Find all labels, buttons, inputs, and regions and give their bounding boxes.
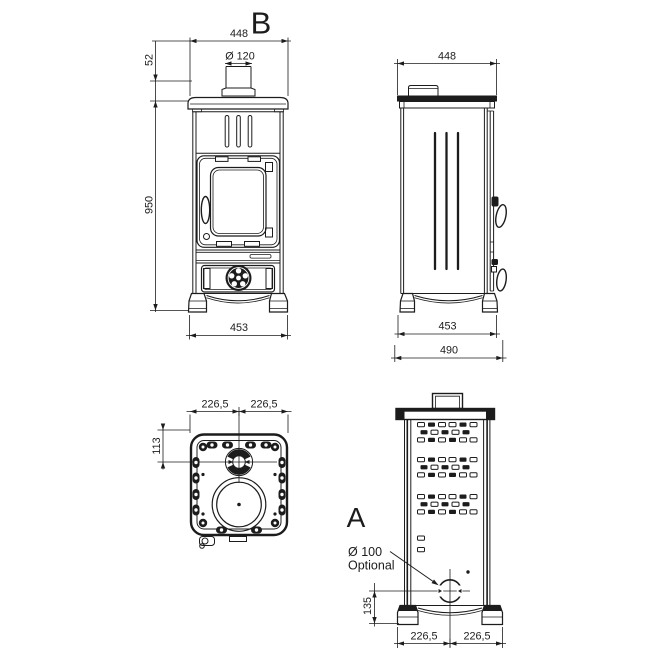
- svg-text:453: 453: [438, 321, 456, 333]
- top-screws: [201, 472, 277, 516]
- svg-text:453: 453: [230, 322, 248, 334]
- front-fire-door: [196, 155, 281, 248]
- svg-text:490: 490: [440, 345, 458, 357]
- svg-text:226,5: 226,5: [250, 399, 277, 411]
- front-dim-top-width: 448: [152, 28, 291, 96]
- back-dim-half-widths: 226,5 226,5: [394, 627, 506, 648]
- top-dim-half-widths: 226,5 226,5: [186, 399, 292, 483]
- back-flue-knockout: [369, 569, 470, 647]
- svg-text:226,5: 226,5: [410, 631, 437, 643]
- side-dim-top-depth: 448: [394, 51, 500, 95]
- back-top-plate: [395, 392, 496, 421]
- side-ribs: [433, 131, 460, 271]
- back-vent-grid: [417, 422, 478, 574]
- label-view-b: B: [251, 6, 272, 41]
- top-hot-plate: [211, 477, 267, 532]
- front-dim-base-width: 453: [186, 315, 291, 340]
- side-feet: [399, 292, 499, 313]
- back-dim-flue-height: 135: [362, 583, 399, 627]
- back-posts: [404, 419, 491, 606]
- svg-text:113: 113: [151, 437, 163, 454]
- front-vent-slots: [224, 115, 253, 148]
- svg-text:448: 448: [438, 51, 456, 63]
- front-ash-drawer: [200, 264, 276, 293]
- svg-text:448: 448: [230, 28, 248, 40]
- door-handle: [200, 195, 211, 225]
- front-dim-heights: 52 950: [144, 41, 192, 312]
- door-latch: [203, 233, 210, 240]
- front-feet: [187, 292, 289, 313]
- side-top-plate: [397, 85, 497, 109]
- front-view: 448 Ø 120 52 950: [144, 28, 291, 340]
- top-view: 226,5 226,5 113: [151, 399, 292, 549]
- side-latch: [491, 259, 508, 292]
- svg-text:Ø 100: Ø 100: [348, 545, 382, 559]
- label-view-a: A: [347, 502, 366, 533]
- side-door-handle: [491, 196, 507, 228]
- svg-text:226,5: 226,5: [201, 399, 228, 411]
- side-dim-overall-depth: 490: [391, 340, 507, 362]
- top-flue-ring: [224, 447, 254, 477]
- back-feet: [396, 604, 504, 626]
- front-dim-flue-diameter: Ø 120: [225, 51, 255, 66]
- svg-text:950: 950: [144, 196, 156, 214]
- top-rear-fittings: [199, 536, 247, 549]
- front-flue-pipe: [221, 66, 256, 97]
- front-top-plate: [187, 96, 289, 113]
- svg-text:Ø 120: Ø 120: [225, 51, 254, 63]
- side-dim-base-depth: 453: [394, 315, 500, 338]
- air-control-knob: [225, 265, 252, 291]
- door-glass: [209, 166, 267, 237]
- front-mid-band: [196, 249, 280, 264]
- door-hinge-top: [265, 162, 273, 172]
- svg-text:135: 135: [362, 597, 374, 615]
- svg-text:Optional: Optional: [348, 559, 395, 573]
- door-hinge-bottom: [265, 227, 273, 238]
- svg-text:52: 52: [144, 54, 156, 66]
- back-optional-callout: Ø 100 Optional: [348, 545, 439, 586]
- side-view: 448: [391, 51, 508, 362]
- top-outline: [189, 433, 289, 537]
- top-edge-clips: [192, 441, 286, 534]
- back-view: Ø 100 Optional 135 226,5 226,5: [348, 392, 506, 648]
- top-dim-flue-offset: 113: [151, 423, 277, 470]
- svg-text:226,5: 226,5: [463, 631, 490, 643]
